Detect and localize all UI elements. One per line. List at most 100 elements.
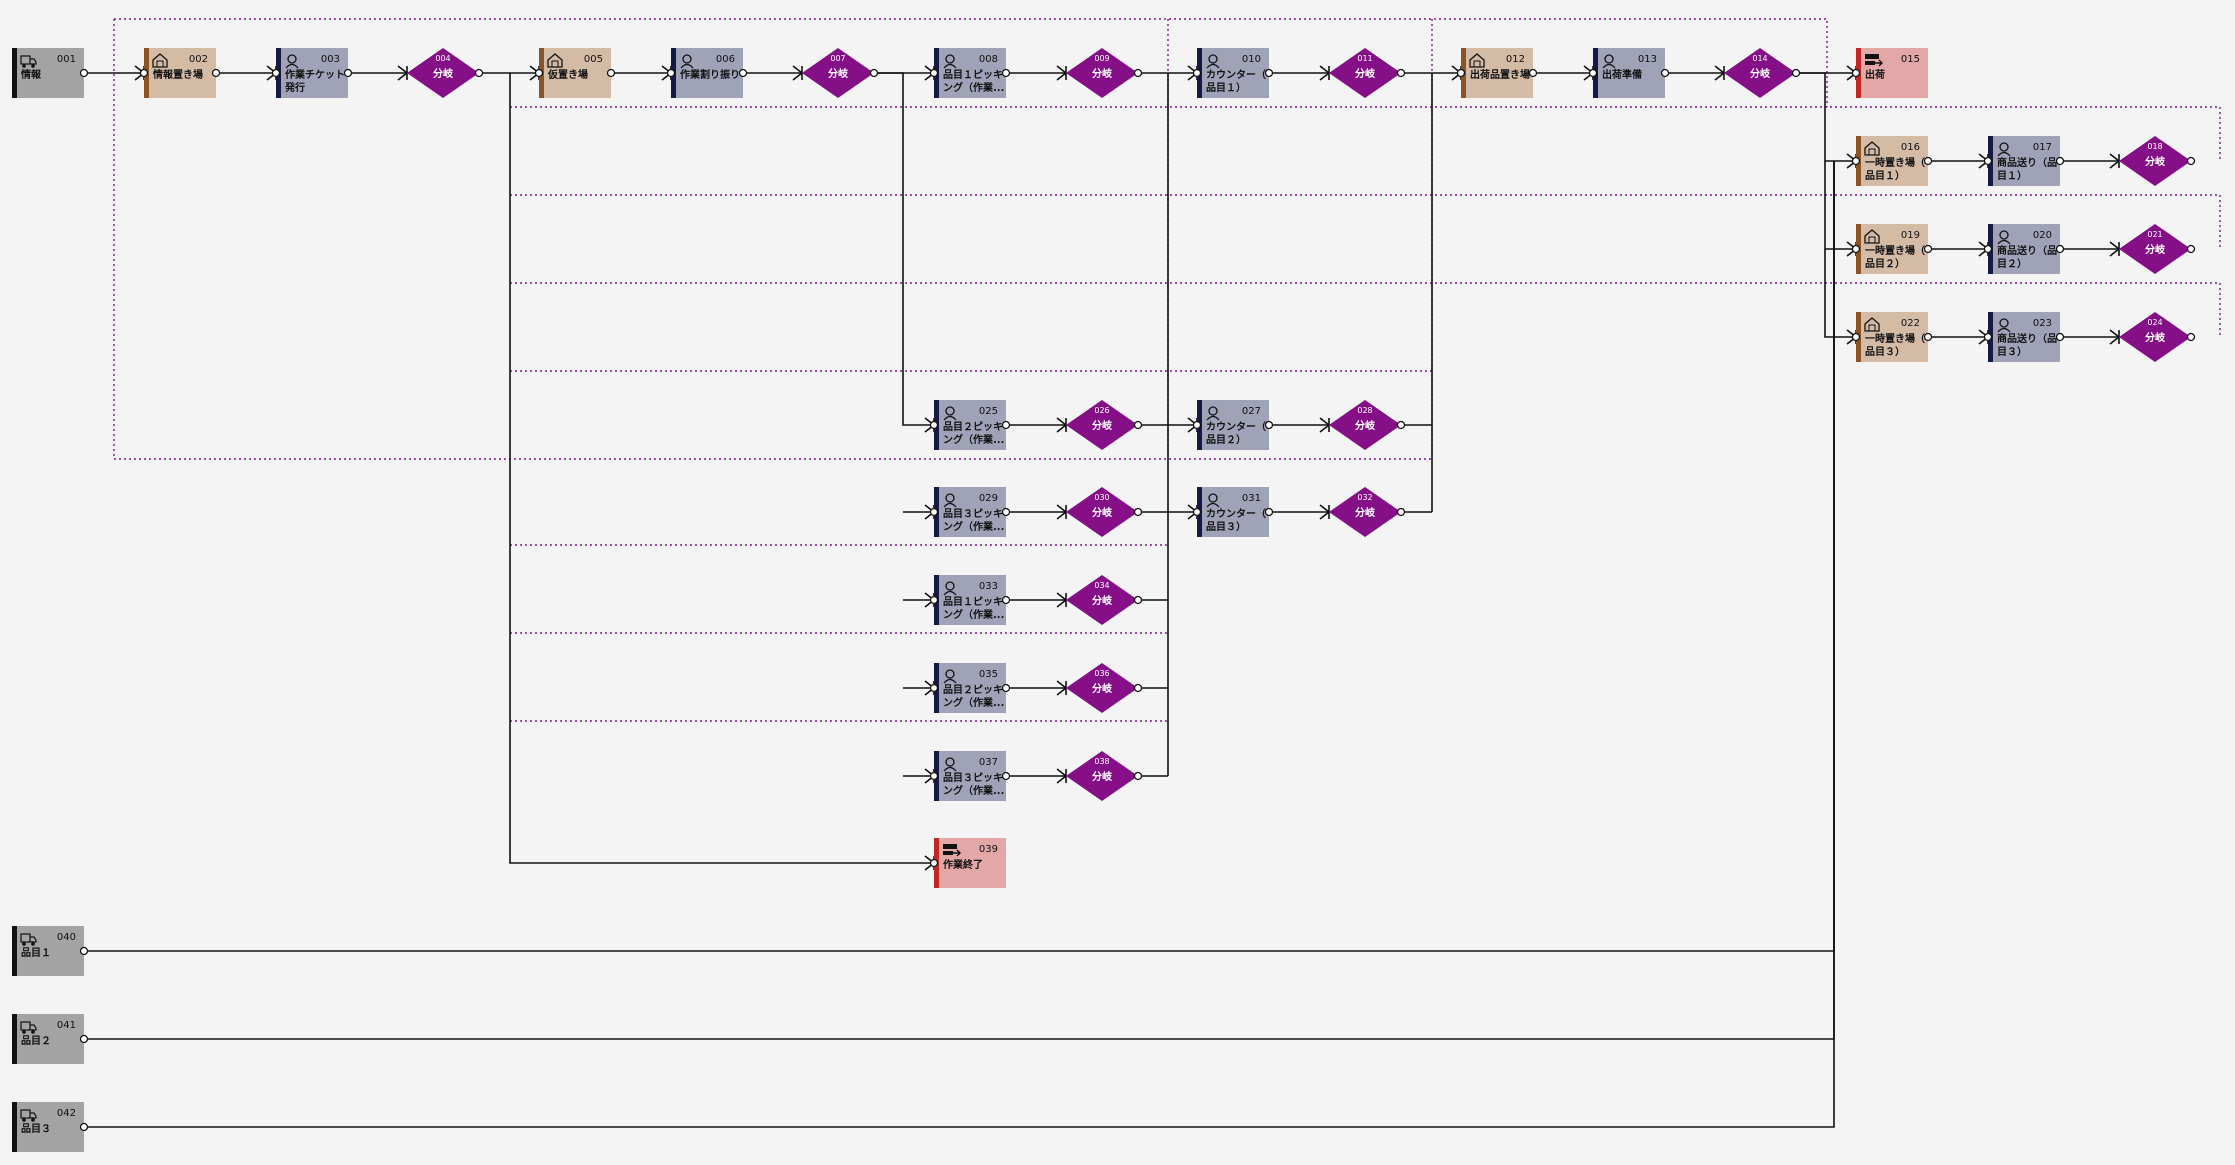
branch-diamond[interactable] bbox=[1724, 48, 1796, 98]
output-port[interactable] bbox=[343, 68, 353, 78]
output-port[interactable] bbox=[1133, 68, 1143, 78]
input-port[interactable] bbox=[1192, 68, 1202, 78]
output-port[interactable] bbox=[1791, 68, 1801, 78]
branch-diamond[interactable] bbox=[1329, 48, 1401, 98]
input-port[interactable] bbox=[139, 68, 149, 78]
input-port[interactable] bbox=[929, 420, 939, 430]
input-port[interactable] bbox=[1192, 420, 1202, 430]
output-port[interactable] bbox=[1133, 420, 1143, 430]
input-port[interactable] bbox=[1456, 68, 1466, 78]
branch-diamond[interactable] bbox=[2119, 312, 2191, 362]
location-box[interactable] bbox=[1856, 136, 1928, 186]
output-port[interactable] bbox=[1528, 68, 1538, 78]
work-box[interactable] bbox=[934, 663, 1006, 713]
output-port[interactable] bbox=[2186, 332, 2196, 342]
input-port[interactable] bbox=[929, 858, 939, 868]
output-port[interactable] bbox=[1923, 244, 1933, 254]
input-port[interactable] bbox=[1851, 156, 1861, 166]
input-port[interactable] bbox=[929, 595, 939, 605]
node-033[interactable]: 033品目１ピッキング（作業... bbox=[929, 575, 1011, 625]
input-port[interactable] bbox=[1851, 244, 1861, 254]
output-port[interactable] bbox=[1264, 420, 1274, 430]
input-port[interactable] bbox=[534, 68, 544, 78]
work-box[interactable] bbox=[934, 400, 1006, 450]
output-port[interactable] bbox=[79, 68, 89, 78]
branch-diamond[interactable] bbox=[1066, 575, 1138, 625]
input-port[interactable] bbox=[929, 507, 939, 517]
output-port[interactable] bbox=[79, 1122, 89, 1132]
output-port[interactable] bbox=[79, 1034, 89, 1044]
output-port[interactable] bbox=[1133, 595, 1143, 605]
location-box[interactable] bbox=[1461, 48, 1533, 98]
output-port[interactable] bbox=[1264, 68, 1274, 78]
output-port[interactable] bbox=[1264, 507, 1274, 517]
branch-diamond[interactable] bbox=[802, 48, 874, 98]
output-port[interactable] bbox=[2055, 244, 2065, 254]
node-029[interactable]: 029品目３ピッキング（作業... bbox=[929, 487, 1011, 537]
output-port[interactable] bbox=[1133, 507, 1143, 517]
output-port[interactable] bbox=[474, 68, 484, 78]
work-box[interactable] bbox=[934, 751, 1006, 801]
output-port[interactable] bbox=[2055, 332, 2065, 342]
branch-diamond[interactable] bbox=[2119, 136, 2191, 186]
branch-diamond[interactable] bbox=[1066, 400, 1138, 450]
work-box[interactable] bbox=[1197, 48, 1269, 98]
input-port[interactable] bbox=[929, 683, 939, 693]
input-port[interactable] bbox=[1983, 244, 1993, 254]
work-box[interactable] bbox=[934, 48, 1006, 98]
output-port[interactable] bbox=[1133, 771, 1143, 781]
branch-diamond[interactable] bbox=[1329, 487, 1401, 537]
input-port[interactable] bbox=[1851, 68, 1861, 78]
work-box[interactable] bbox=[934, 487, 1006, 537]
input-port[interactable] bbox=[929, 771, 939, 781]
output-port[interactable] bbox=[1133, 683, 1143, 693]
output-port[interactable] bbox=[1001, 595, 1011, 605]
output-port[interactable] bbox=[1923, 156, 1933, 166]
location-box[interactable] bbox=[539, 48, 611, 98]
output-port[interactable] bbox=[1001, 683, 1011, 693]
location-box[interactable] bbox=[144, 48, 216, 98]
output-port[interactable] bbox=[606, 68, 616, 78]
input-port[interactable] bbox=[1588, 68, 1598, 78]
output-port[interactable] bbox=[2186, 156, 2196, 166]
input-port[interactable] bbox=[1192, 507, 1202, 517]
work-box[interactable] bbox=[671, 48, 743, 98]
node-037[interactable]: 037品目３ピッキング（作業... bbox=[929, 751, 1011, 801]
input-port[interactable] bbox=[666, 68, 676, 78]
branch-diamond[interactable] bbox=[1329, 400, 1401, 450]
output-port[interactable] bbox=[1001, 507, 1011, 517]
output-port[interactable] bbox=[1001, 68, 1011, 78]
work-box[interactable] bbox=[1988, 224, 2060, 274]
output-port[interactable] bbox=[1923, 332, 1933, 342]
work-box[interactable] bbox=[1593, 48, 1665, 98]
branch-diamond[interactable] bbox=[1066, 487, 1138, 537]
node-008[interactable]: 008品目１ピッキング（作業... bbox=[929, 48, 1011, 98]
output-port[interactable] bbox=[2055, 156, 2065, 166]
branch-diamond[interactable] bbox=[2119, 224, 2191, 274]
